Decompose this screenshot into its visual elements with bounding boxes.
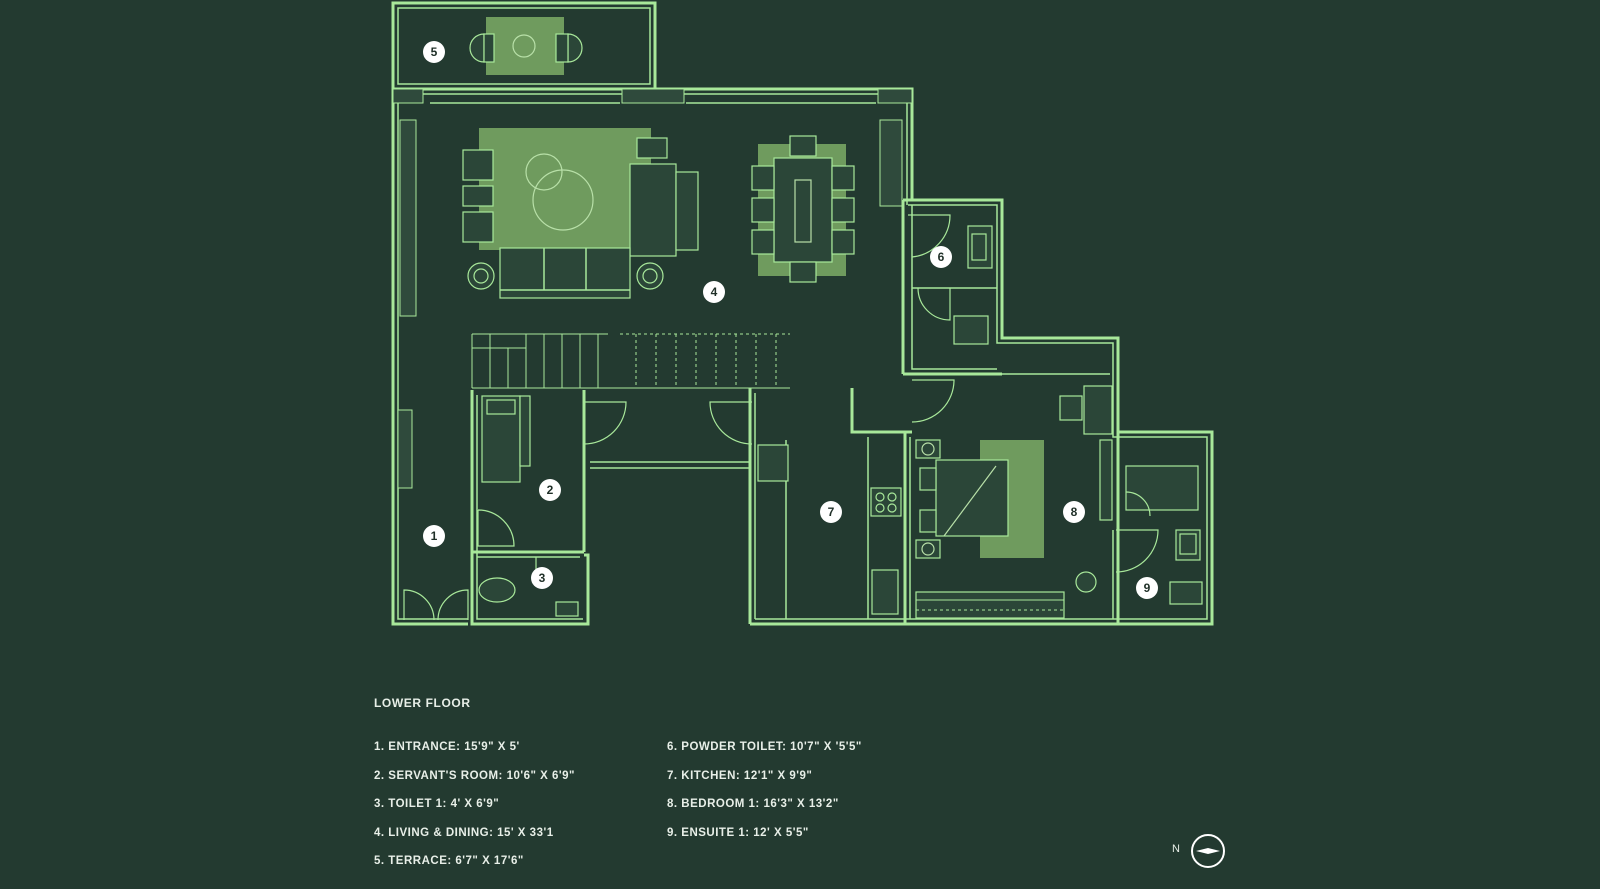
servants-room (470, 390, 627, 626)
room-marker-5: 5 (423, 41, 445, 63)
room-marker-3-label: 3 (539, 571, 546, 585)
armchair (462, 149, 494, 181)
room-marker-5-label: 5 (431, 45, 438, 59)
legend-item-terrace: 5. TERRACE: 6'7" X 17'6" (374, 855, 524, 867)
cooktop (870, 487, 902, 517)
room-marker-1: 1 (423, 525, 445, 547)
shower-tray (1125, 465, 1199, 511)
room-marker-4-label: 4 (711, 285, 718, 299)
legend-item-kitchen: 7. KITCHEN: 12'1" X 9'9" (667, 769, 813, 782)
staircase (471, 333, 790, 389)
room-marker-9: 9 (1136, 577, 1158, 599)
room-legend-left: 1. ENTRANCE: 15'9" X 5' 2. SERVANT'S ROO… (374, 740, 575, 883)
room-marker-7-label: 7 (828, 505, 835, 519)
floor-title: LOWER FLOOR (374, 696, 471, 710)
room-marker-8-label: 8 (1071, 505, 1078, 519)
compass-n-label: N (1172, 843, 1180, 855)
dining-table (773, 157, 833, 263)
terrace-chair-right (567, 33, 583, 63)
terrace-table-mat (486, 17, 564, 75)
entrance-door (403, 589, 469, 621)
legend-item-servants-room: 2. SERVANT'S ROOM: 10'6" X 6'9" (374, 769, 575, 782)
room-marker-2-label: 2 (547, 483, 554, 497)
living-rug (479, 128, 651, 250)
legend-item-bedroom: 8. BEDROOM 1: 16'3" X 13'2" (667, 798, 839, 810)
legend-item-powder-toilet: 6. POWDER TOILET: 10'7" X '5'5" (667, 741, 862, 753)
terrace-room (391, 1, 657, 91)
living-dining-room (462, 128, 855, 299)
room-marker-9-label: 9 (1144, 581, 1151, 595)
wardrobe (915, 591, 1065, 619)
north-compass: N (1172, 833, 1228, 869)
room-marker-1-label: 1 (431, 529, 438, 543)
kitchen-room (590, 388, 912, 624)
room-marker-3: 3 (531, 567, 553, 589)
legend-item-entrance: 1. ENTRANCE: 15'9" X 5' (374, 741, 520, 753)
room-legend-right: 6. POWDER TOILET: 10'7" X '5'5" 7. KITCH… (667, 740, 862, 854)
room-marker-6-label: 6 (938, 250, 945, 264)
legend-item-toilet: 3. TOILET 1: 4' X 6'9" (374, 798, 500, 810)
bedroom-room (911, 373, 1203, 624)
room-marker-8: 8 (1063, 501, 1085, 523)
legend-item-living-dining: 4. LIVING & DINING: 15' X 33'1 (374, 826, 554, 839)
legend-item-ensuite: 9. ENSUITE 1: 12' X 5'5" (667, 826, 809, 839)
kitchen-sink (871, 569, 899, 615)
sofa-right (629, 163, 677, 257)
terrace-chair-left (469, 33, 485, 63)
compass-icon (1191, 834, 1225, 868)
room-marker-2: 2 (539, 479, 561, 501)
room-marker-6: 6 (930, 246, 952, 268)
room-marker-7: 7 (820, 501, 842, 523)
room-marker-4: 4 (703, 281, 725, 303)
